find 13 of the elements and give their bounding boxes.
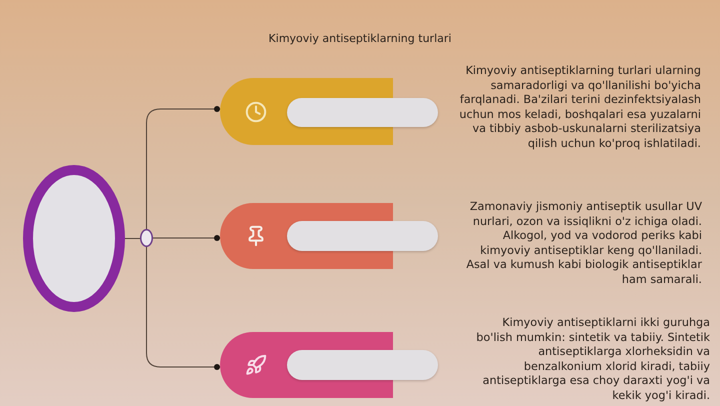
connector-line	[146, 106, 220, 230]
blank-bar	[287, 221, 438, 251]
description-paragraph: Kimyoviy antiseptiklarning turlari ularning samaradorligi va qo'llanilishi bo'yicha farqlanadi. Ba'zilari terini dezinfektsiyalash uchun mos keladi, boshqalari esa yuzalarni va tibbiy asbob-uskunalarni sterilizatsiya qilish uchun ko'proq ishlatiladi.	[458, 64, 701, 151]
blank-bar	[287, 98, 438, 127]
blank-bar	[287, 350, 438, 380]
title: Kimyoviy antiseptiklarning turlari	[268, 31, 452, 47]
connector-line	[124, 238, 140, 239]
connector-line	[152, 235, 220, 241]
ring-ellipse	[23, 165, 125, 312]
description-paragraph: Zamonaviy jismoniy antiseptik usullar UV nurlari, ozon va issiqlikni o'z ichiga oladi. Alkogol, yod va vodorod periks kabi kimyoviy antiseptiklar keng qo'llaniladi. Asal va kumush kabi biologik antiseptiklar ham samarali.	[465, 200, 702, 287]
connector-line	[146, 246, 220, 370]
junction-ellipse	[140, 229, 153, 247]
description-paragraph: Kimyoviy antiseptiklarni ikki guruhga bo'lish mumkin: sintetik va tabiiy. Sintetik antiseptiklarga xlorheksidin va benzalkonium xlorid kiradi, tabiiy antiseptiklarga esa choy daraxti yog'i va kekik yog'i kiradi.	[475, 316, 710, 403]
